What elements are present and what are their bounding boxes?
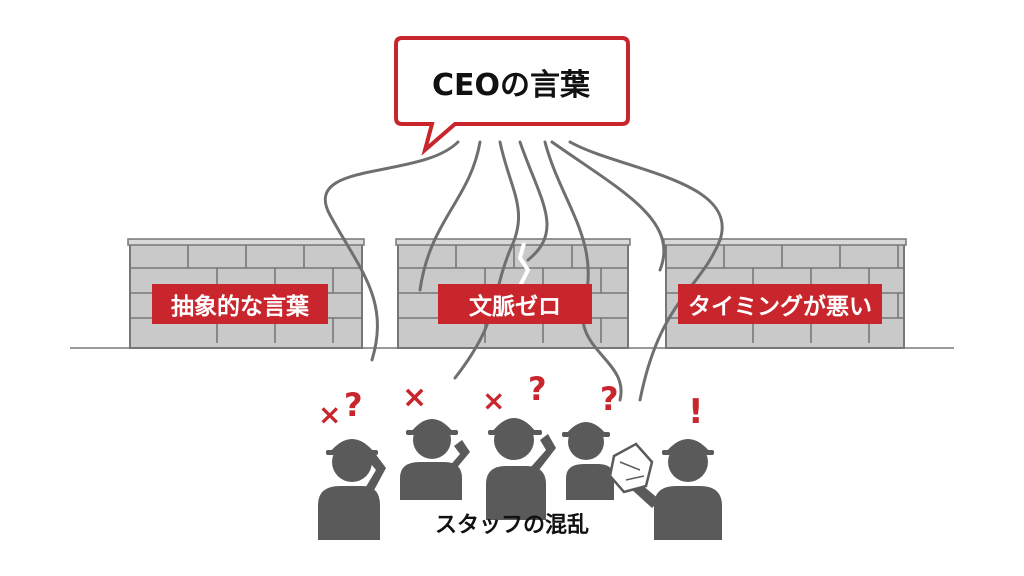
staff-figures xyxy=(318,418,722,540)
wall-label-bad-timing: タイミングが悪い xyxy=(678,284,882,324)
cross-mark-1: × xyxy=(318,398,342,431)
speech-bubble xyxy=(394,36,630,156)
crumpled-paper-icon xyxy=(608,442,654,494)
staff-figure-2 xyxy=(400,419,470,500)
staff-figure-3 xyxy=(486,418,556,520)
wall-label-no-context: 文脈ゼロ xyxy=(438,284,592,324)
cross-mark-2: × xyxy=(402,380,428,415)
line-3 xyxy=(453,140,521,380)
line-1 xyxy=(323,140,460,362)
wall-label-abstract: 抽象的な言葉 xyxy=(152,284,328,324)
staff-caption: スタッフの混乱 xyxy=(434,513,589,538)
wall-cap xyxy=(663,238,907,246)
speech-bubble-text: CEOの言葉 xyxy=(431,68,590,103)
line-4 xyxy=(518,140,549,262)
paper-creases xyxy=(619,461,645,481)
staff-figure-1 xyxy=(318,439,386,540)
question-mark-3: ? xyxy=(600,380,619,418)
staff-figure-5 xyxy=(630,439,722,540)
line-6 xyxy=(568,140,724,402)
question-mark-1: ? xyxy=(344,386,363,424)
wall-crack xyxy=(517,242,531,287)
exclamation-mark: ! xyxy=(688,392,704,432)
staff-figure-4 xyxy=(562,422,614,500)
line-2 xyxy=(418,140,482,292)
cross-mark-3: × xyxy=(482,384,506,417)
line-7 xyxy=(550,140,666,272)
question-mark-2: ? xyxy=(528,370,547,408)
wall-cap xyxy=(127,238,365,246)
